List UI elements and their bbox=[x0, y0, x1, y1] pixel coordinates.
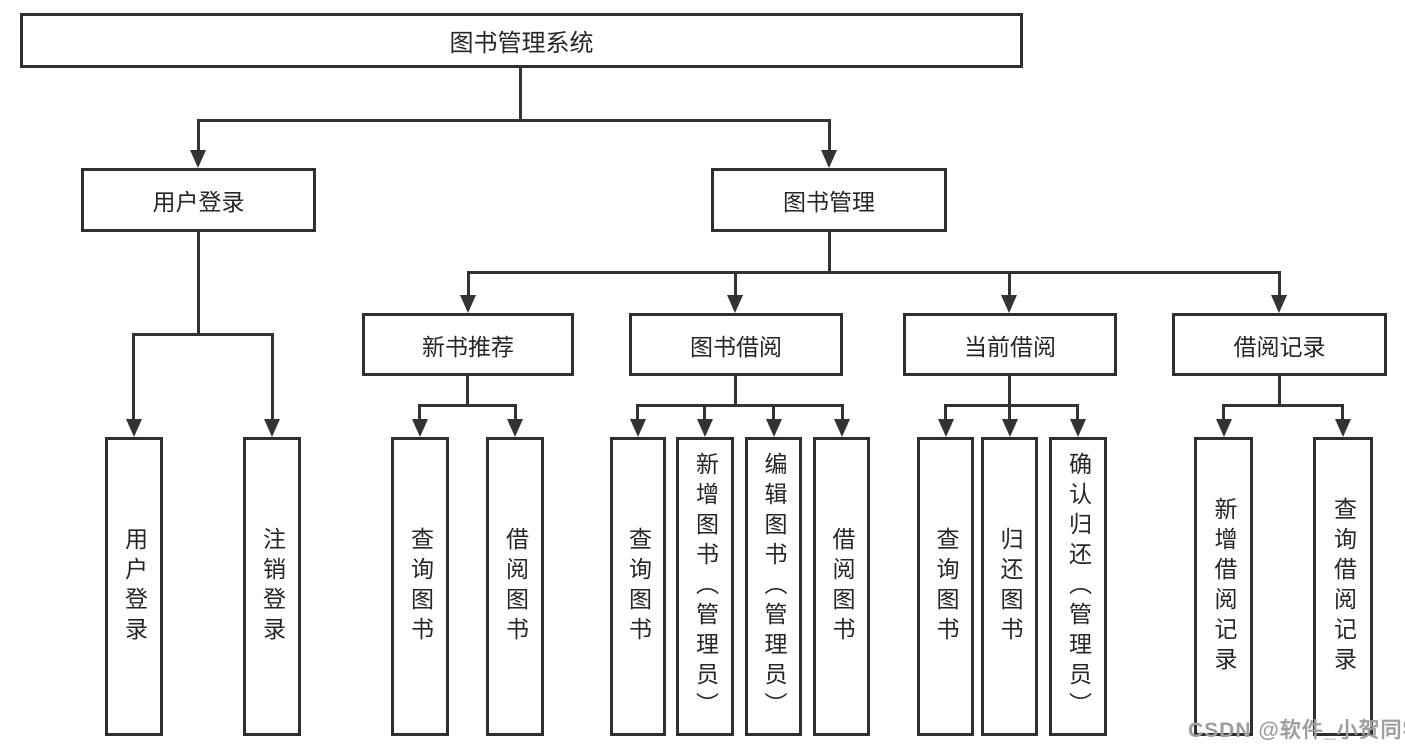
node-book-borrow: 图书借阅 bbox=[629, 313, 843, 376]
connector-drop-nb2 bbox=[514, 404, 517, 419]
leaf-confirm-return-admin: 确认归还（管理员） bbox=[1049, 437, 1107, 736]
leaf-query-book-1: 查询图书 bbox=[391, 437, 449, 736]
node-borrow-records: 借阅记录 bbox=[1172, 313, 1387, 376]
arrowhead-nb2 bbox=[507, 419, 523, 437]
arrowhead-leaf-logout bbox=[264, 419, 280, 437]
node-book-management: 图书管理 bbox=[711, 168, 947, 232]
connector-userlogin-stem bbox=[197, 232, 200, 336]
connector-root-stem bbox=[519, 68, 522, 122]
arrowhead-bb4 bbox=[834, 419, 850, 437]
leaf-logout: 注销登录 bbox=[243, 437, 301, 736]
connector-drop-bb1 bbox=[636, 404, 639, 419]
connector-drop-bookborrow bbox=[734, 271, 737, 295]
arrowhead-cb2 bbox=[1002, 419, 1018, 437]
leaf-user-login: 用户登录 bbox=[105, 437, 163, 736]
leaf-query-borrow-record: 查询借阅记录 bbox=[1313, 437, 1373, 736]
connector-drop-bb3 bbox=[772, 404, 775, 419]
arrowhead-leaf-login bbox=[126, 419, 142, 437]
connector-drop-book-mgmt bbox=[828, 119, 831, 150]
connector-records-stem bbox=[1278, 376, 1281, 407]
connector-drop-leaf-login bbox=[132, 333, 135, 419]
connector-bookmgmt-bus bbox=[467, 271, 1281, 274]
connector-records-bus bbox=[1222, 404, 1344, 407]
arrowhead-currentborrow bbox=[1001, 295, 1017, 313]
connector-userlogin-bus bbox=[132, 333, 274, 336]
arrowhead-cb3 bbox=[1070, 419, 1086, 437]
leaf-add-book-admin: 新增图书（管理员） bbox=[676, 437, 734, 736]
arrowhead-newbook bbox=[460, 295, 476, 313]
csdn-watermark: CSDN @软件_小贺同学 bbox=[1188, 719, 1405, 742]
leaf-return-book: 归还图书 bbox=[981, 437, 1038, 736]
connector-drop-currentborrow bbox=[1008, 271, 1011, 295]
leaf-query-book-2: 查询图书 bbox=[610, 437, 666, 736]
leaf-borrow-book-2: 借阅图书 bbox=[813, 437, 870, 736]
connector-newbook-stem bbox=[466, 376, 469, 407]
connector-bookborrow-bus bbox=[636, 404, 844, 407]
leaf-add-borrow-record: 新增借阅记录 bbox=[1194, 437, 1253, 736]
arrowhead-rc2 bbox=[1335, 419, 1351, 437]
connector-currentborrow-bus bbox=[944, 404, 1079, 407]
connector-drop-bb4 bbox=[841, 404, 844, 419]
arrowhead-bb3 bbox=[766, 419, 782, 437]
connector-drop-cb1 bbox=[944, 404, 947, 419]
connector-currentborrow-stem bbox=[1008, 376, 1011, 407]
connector-drop-bb2 bbox=[703, 404, 706, 419]
arrowhead-bb2 bbox=[697, 419, 713, 437]
arrowhead-cb1 bbox=[938, 419, 954, 437]
connector-drop-user-login bbox=[197, 119, 200, 150]
leaf-query-book-3: 查询图书 bbox=[917, 437, 974, 736]
connector-drop-rc1 bbox=[1222, 404, 1225, 419]
arrowhead-nb1 bbox=[412, 419, 428, 437]
connector-newbook-bus bbox=[418, 404, 517, 407]
node-root: 图书管理系统 bbox=[20, 13, 1023, 68]
arrowhead-records bbox=[1271, 295, 1287, 313]
connector-drop-nb1 bbox=[418, 404, 421, 419]
connector-drop-cb3 bbox=[1076, 404, 1079, 419]
node-user-login: 用户登录 bbox=[81, 168, 316, 232]
arrowhead-bb1 bbox=[630, 419, 646, 437]
connector-root-bus bbox=[197, 119, 831, 122]
connector-bookmgmt-stem bbox=[828, 232, 831, 274]
leaf-borrow-book-1: 借阅图书 bbox=[486, 437, 544, 736]
arrowhead-bookborrow bbox=[727, 295, 743, 313]
node-current-borrow: 当前借阅 bbox=[903, 313, 1117, 376]
arrowhead-book-mgmt bbox=[821, 150, 837, 168]
connector-drop-leaf-logout bbox=[271, 333, 274, 419]
arrowhead-rc1 bbox=[1216, 419, 1232, 437]
connector-drop-cb2 bbox=[1008, 404, 1011, 419]
arrowhead-user-login bbox=[190, 150, 206, 168]
connector-drop-rc2 bbox=[1341, 404, 1344, 419]
connector-drop-records bbox=[1278, 271, 1281, 295]
node-new-book-recommend: 新书推荐 bbox=[362, 313, 574, 376]
leaf-edit-book-admin: 编辑图书（管理员） bbox=[745, 437, 802, 736]
connector-drop-newbook bbox=[467, 271, 470, 295]
connector-bookborrow-stem bbox=[734, 376, 737, 407]
